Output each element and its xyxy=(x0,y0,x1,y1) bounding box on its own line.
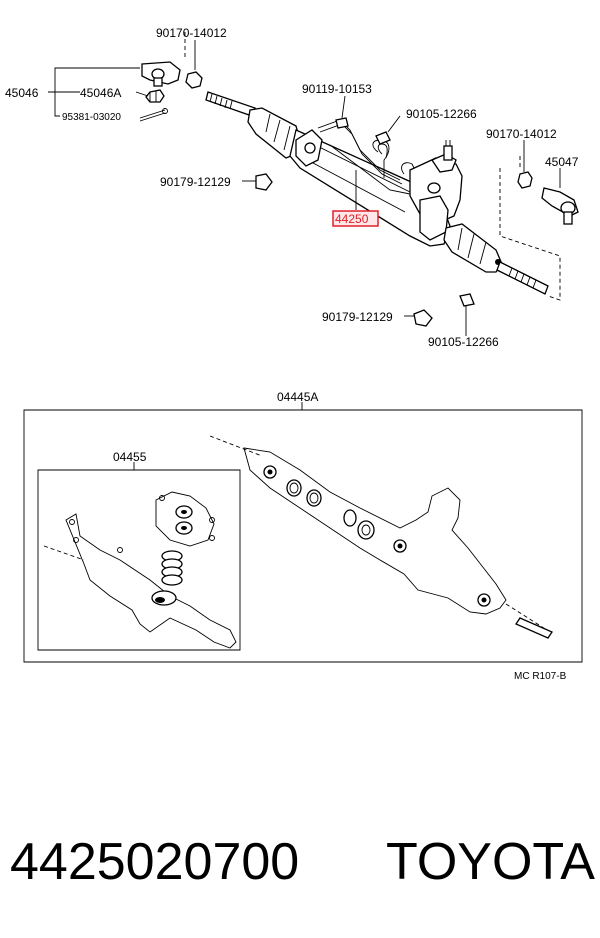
right-tie-rod-nut xyxy=(517,171,533,189)
left-tie-rod-nut xyxy=(185,71,203,89)
clamp-90179-left xyxy=(255,173,273,191)
parts-diagram: 90170-14012 45046 45046A 95381-03020 901… xyxy=(5,26,583,682)
left-tie-rod-end xyxy=(141,61,181,87)
steering-rack-assembly xyxy=(48,32,579,336)
label-90119-10153: 90119-10153 xyxy=(302,82,372,96)
label-95381-03020: 95381-03020 xyxy=(62,112,121,123)
right-tie-rod-end xyxy=(541,187,579,225)
label-45046A: 45046A xyxy=(80,86,121,100)
part-number: 4425020700 xyxy=(10,833,300,891)
footer: 4425020700 TOYOTA xyxy=(10,832,595,902)
label-90105-12266-bottom: 90105-12266 xyxy=(428,335,499,349)
label-45046: 45046 xyxy=(5,86,39,100)
right-boot xyxy=(443,223,503,273)
kit-valve-outline xyxy=(43,491,237,649)
castle-nut xyxy=(145,89,165,103)
dashed-group-right xyxy=(499,168,561,301)
highlight-box-44250 xyxy=(332,210,379,227)
label-90170-14012-top: 90170-14012 xyxy=(156,26,227,40)
brand-name: TOYOTA xyxy=(386,833,595,891)
label-90179-12129-bottom: 90179-12129 xyxy=(322,310,393,324)
kit-rack-outline xyxy=(209,435,553,639)
label-44250: 44250 xyxy=(335,212,369,226)
label-04455: 04455 xyxy=(113,450,147,464)
gasket-kit-box xyxy=(23,402,583,663)
bolt-90119 xyxy=(335,117,349,129)
bolt-90105-bottom xyxy=(459,293,475,318)
right-tie-rod xyxy=(496,261,549,295)
label-90170-14012-right: 90170-14012 xyxy=(486,127,557,141)
label-45047: 45047 xyxy=(545,155,579,169)
clamp-90179-bottom xyxy=(413,309,433,327)
left-tie-rod xyxy=(205,91,256,117)
diagram-code: MC R107-B xyxy=(514,671,567,682)
bolt-90105-top xyxy=(375,131,391,145)
cotter-pin xyxy=(139,108,168,122)
label-90105-12266-top: 90105-12266 xyxy=(406,107,477,121)
label-04445A: 04445A xyxy=(277,390,318,404)
label-90179-12129-left: 90179-12129 xyxy=(160,175,231,189)
pinion-valve-housing xyxy=(409,140,463,241)
